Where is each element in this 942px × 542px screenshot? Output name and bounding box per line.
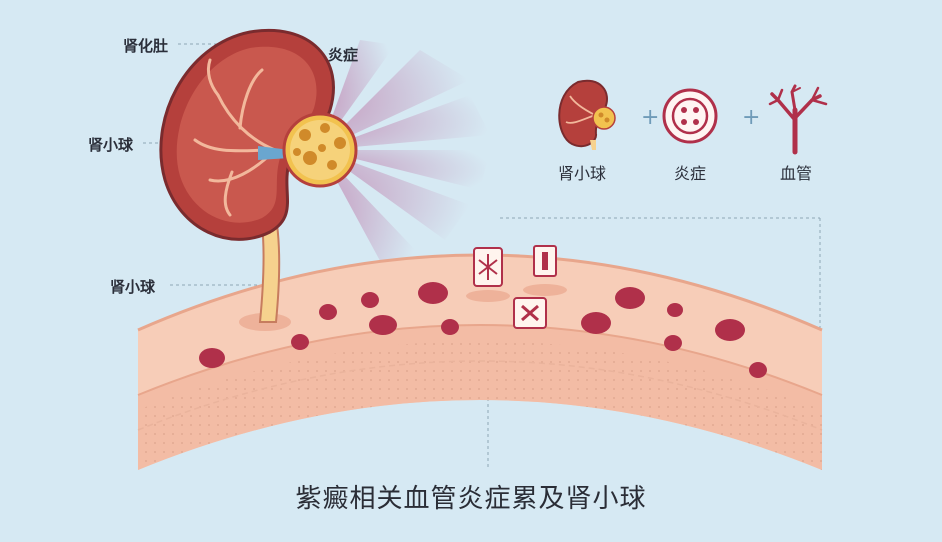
legend-label-glomerulus: 肾小球 bbox=[557, 164, 606, 183]
legend-label-inflammation: 炎症 bbox=[673, 164, 706, 183]
blood-cell bbox=[418, 282, 448, 304]
inflammation-cell-icon bbox=[662, 88, 718, 144]
legend-label-vessel: 血管 bbox=[779, 164, 812, 183]
blood-cell bbox=[667, 303, 683, 317]
blood-cell bbox=[361, 292, 379, 308]
blood-cell bbox=[319, 304, 337, 320]
kidney-icon bbox=[558, 79, 616, 150]
blood-cells bbox=[199, 282, 767, 378]
plus-separator: + bbox=[641, 105, 659, 130]
blood-cell bbox=[615, 287, 645, 309]
blood-cell bbox=[749, 362, 767, 378]
blood-cell bbox=[581, 312, 611, 334]
legend: + + bbox=[558, 79, 828, 155]
vessel-markers bbox=[466, 245, 567, 329]
blood-cell bbox=[369, 315, 397, 335]
inflammation-label: 炎症 bbox=[328, 46, 359, 64]
inflammation-rays bbox=[320, 40, 490, 270]
plus-separator: + bbox=[742, 105, 760, 130]
kidney-label: 肾化肚 bbox=[123, 37, 169, 55]
kidney-illustration bbox=[159, 29, 335, 241]
glomerulus-lower-label: 肾小球 bbox=[110, 278, 156, 296]
blood-cell bbox=[441, 319, 459, 335]
diagram-caption: 紫癜相关血管炎症累及肾小球 bbox=[295, 484, 647, 514]
inflammation-bubble bbox=[282, 112, 358, 188]
vessel-wall bbox=[137, 253, 823, 470]
blood-cell bbox=[715, 319, 745, 341]
blood-vessel-icon bbox=[768, 84, 828, 155]
blood-cell bbox=[664, 335, 682, 351]
glomerulus-upper-label: 肾小球 bbox=[88, 136, 134, 154]
blood-cell bbox=[291, 334, 309, 350]
blood-cell bbox=[199, 348, 225, 368]
